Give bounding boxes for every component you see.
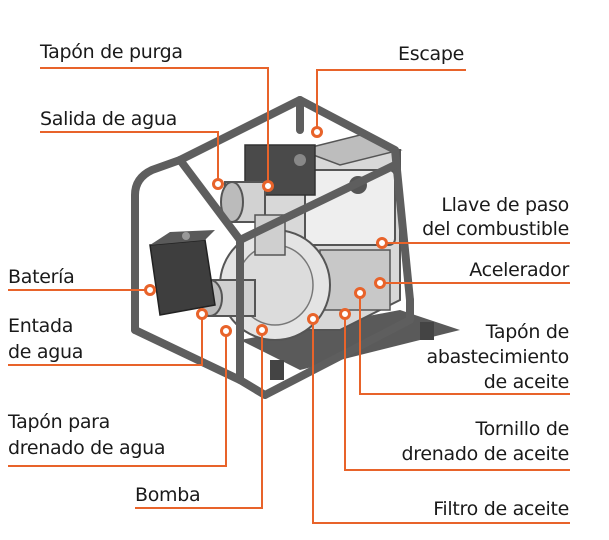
- label-tornillo-line1: Tornillo de: [475, 418, 570, 440]
- leader-dots: [144, 126, 388, 337]
- label-llave-paso-line1: Llave de paso: [441, 194, 569, 216]
- label-entrada-agua-line2: de agua: [8, 341, 84, 363]
- battery: [149, 230, 216, 316]
- label-filtro-aceite: Filtro de aceite: [433, 498, 569, 520]
- label-entrada-agua-line1: Entada: [8, 315, 74, 337]
- label-escape: Escape: [398, 43, 464, 65]
- label-bateria: Batería: [8, 266, 75, 288]
- label-tapon-aceite-line1: Tapón de: [485, 321, 570, 343]
- label-tapon-drenado-line2: drenado de agua: [8, 437, 166, 459]
- label-tornillo-line2: drenado de aceite: [401, 443, 570, 465]
- roll-frame: [131, 96, 414, 399]
- label-llave-paso-line2: del combustible: [422, 218, 569, 240]
- label-tapon-purga: Tapón de purga: [40, 41, 183, 63]
- label-salida-agua: Salida de agua: [40, 108, 177, 130]
- label-acelerador: Acelerador: [469, 259, 569, 281]
- label-tapon-aceite-line3: de aceite: [483, 371, 570, 393]
- label-tapon-drenado-line1: Tapón para: [8, 411, 111, 433]
- label-bomba: Bomba: [135, 484, 201, 506]
- label-tapon-aceite-line2: abastecimiento: [426, 346, 569, 368]
- leader-lines: [8, 67, 570, 524]
